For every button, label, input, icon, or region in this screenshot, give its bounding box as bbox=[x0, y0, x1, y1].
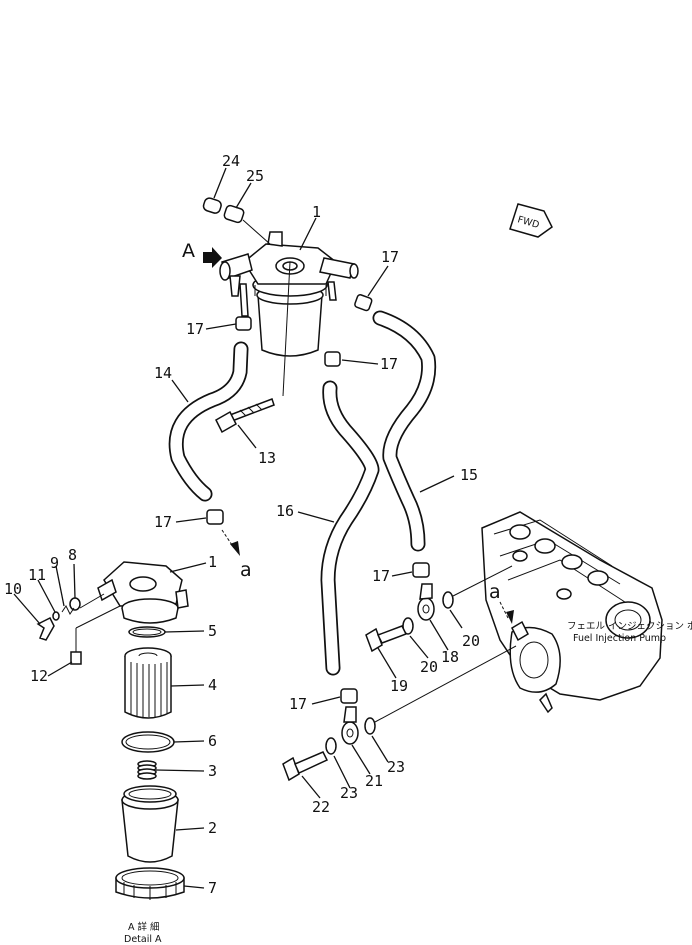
callout-16: 16 bbox=[276, 502, 294, 520]
callout-17-top: 17 bbox=[381, 248, 399, 266]
fwd-arrow-icon: FWD bbox=[509, 203, 553, 238]
clamp-17-right bbox=[324, 351, 341, 367]
callout-23-a: 23 bbox=[387, 758, 405, 776]
leader-lines bbox=[13, 167, 463, 889]
clamp-17-top bbox=[354, 294, 373, 312]
callout-1-top: 1 bbox=[312, 203, 321, 221]
pump-a-label: a bbox=[489, 581, 501, 603]
clamp-17-low bbox=[340, 688, 358, 704]
pump-label-en: Fuel Injection Pump bbox=[573, 633, 666, 644]
callout-4: 4 bbox=[208, 676, 217, 694]
bolt-13 bbox=[215, 398, 275, 434]
callout-17-mid: 17 bbox=[154, 513, 172, 531]
filter-bowl-top bbox=[257, 294, 323, 357]
callout-10: 10 bbox=[4, 580, 22, 598]
clamp-17-left bbox=[235, 316, 252, 331]
callout-3: 3 bbox=[208, 762, 217, 780]
callout-18: 18 bbox=[441, 648, 459, 666]
fuel-filter-assembly-top bbox=[219, 231, 359, 357]
cap-25 bbox=[223, 204, 245, 224]
callout-6: 6 bbox=[208, 732, 217, 750]
clamp-17-pump bbox=[412, 562, 430, 578]
washer-20-b bbox=[402, 617, 414, 635]
banjo-fitting-21 bbox=[341, 706, 359, 745]
spring-3 bbox=[137, 760, 157, 780]
pump-label-jp: フェエル インジェクション ポンプ bbox=[567, 621, 692, 632]
callout-5: 5 bbox=[208, 622, 217, 640]
callout-25: 25 bbox=[246, 167, 264, 185]
hose-14 bbox=[170, 343, 247, 500]
view-a-label: A bbox=[182, 240, 195, 262]
callout-17-left: 17 bbox=[186, 320, 204, 338]
retaining-ring-7 bbox=[115, 867, 185, 900]
filter-bowl-2 bbox=[121, 785, 179, 863]
banjo-bolt-19 bbox=[365, 625, 408, 653]
o-ring-11 bbox=[52, 611, 60, 621]
callout-1-detail: 1 bbox=[208, 553, 217, 571]
hose-16 bbox=[322, 382, 378, 674]
callout-11: 11 bbox=[28, 566, 46, 584]
banjo-fitting-18 bbox=[417, 583, 435, 621]
lower-a-label: a bbox=[240, 559, 252, 581]
washer-20-a bbox=[442, 591, 454, 609]
callout-7: 7 bbox=[208, 879, 217, 897]
callout-21: 21 bbox=[365, 772, 383, 790]
callout-23-b: 23 bbox=[340, 784, 358, 802]
washer-23-a bbox=[364, 717, 376, 735]
hose-15 bbox=[374, 312, 435, 550]
callout-24: 24 bbox=[222, 152, 240, 170]
detail-a-label-en: Detail A bbox=[124, 934, 162, 945]
callout-12: 12 bbox=[30, 667, 48, 685]
drain-plug-12 bbox=[70, 648, 82, 665]
vent-plug-8 bbox=[69, 597, 81, 611]
callout-13: 13 bbox=[258, 449, 276, 467]
fuel-injection-pump bbox=[481, 511, 663, 714]
callout-20-a: 20 bbox=[462, 632, 480, 650]
callout-2: 2 bbox=[208, 819, 217, 837]
callout-15: 15 bbox=[460, 466, 478, 484]
callout-9: 9 bbox=[50, 554, 59, 572]
view-a-arrow-icon bbox=[203, 247, 222, 268]
filter-element-4 bbox=[124, 647, 172, 719]
callout-17-right: 17 bbox=[380, 355, 398, 373]
banjo-bolt-22 bbox=[282, 751, 329, 782]
callout-14: 14 bbox=[154, 364, 172, 382]
callout-17-low: 17 bbox=[289, 695, 307, 713]
callout-19: 19 bbox=[390, 677, 408, 695]
callout-22: 22 bbox=[312, 798, 330, 816]
cap-24 bbox=[202, 197, 222, 214]
spring-9 bbox=[61, 605, 75, 615]
clamp-17-mid bbox=[206, 509, 224, 525]
vent-plug-10 bbox=[36, 616, 55, 641]
washer-23-b bbox=[325, 737, 337, 755]
callout-20-b: 20 bbox=[420, 658, 438, 676]
callout-17-pump: 17 bbox=[372, 567, 390, 585]
callout-8: 8 bbox=[68, 546, 77, 564]
detail-a-label-jp: A 詳 細 bbox=[128, 921, 160, 933]
